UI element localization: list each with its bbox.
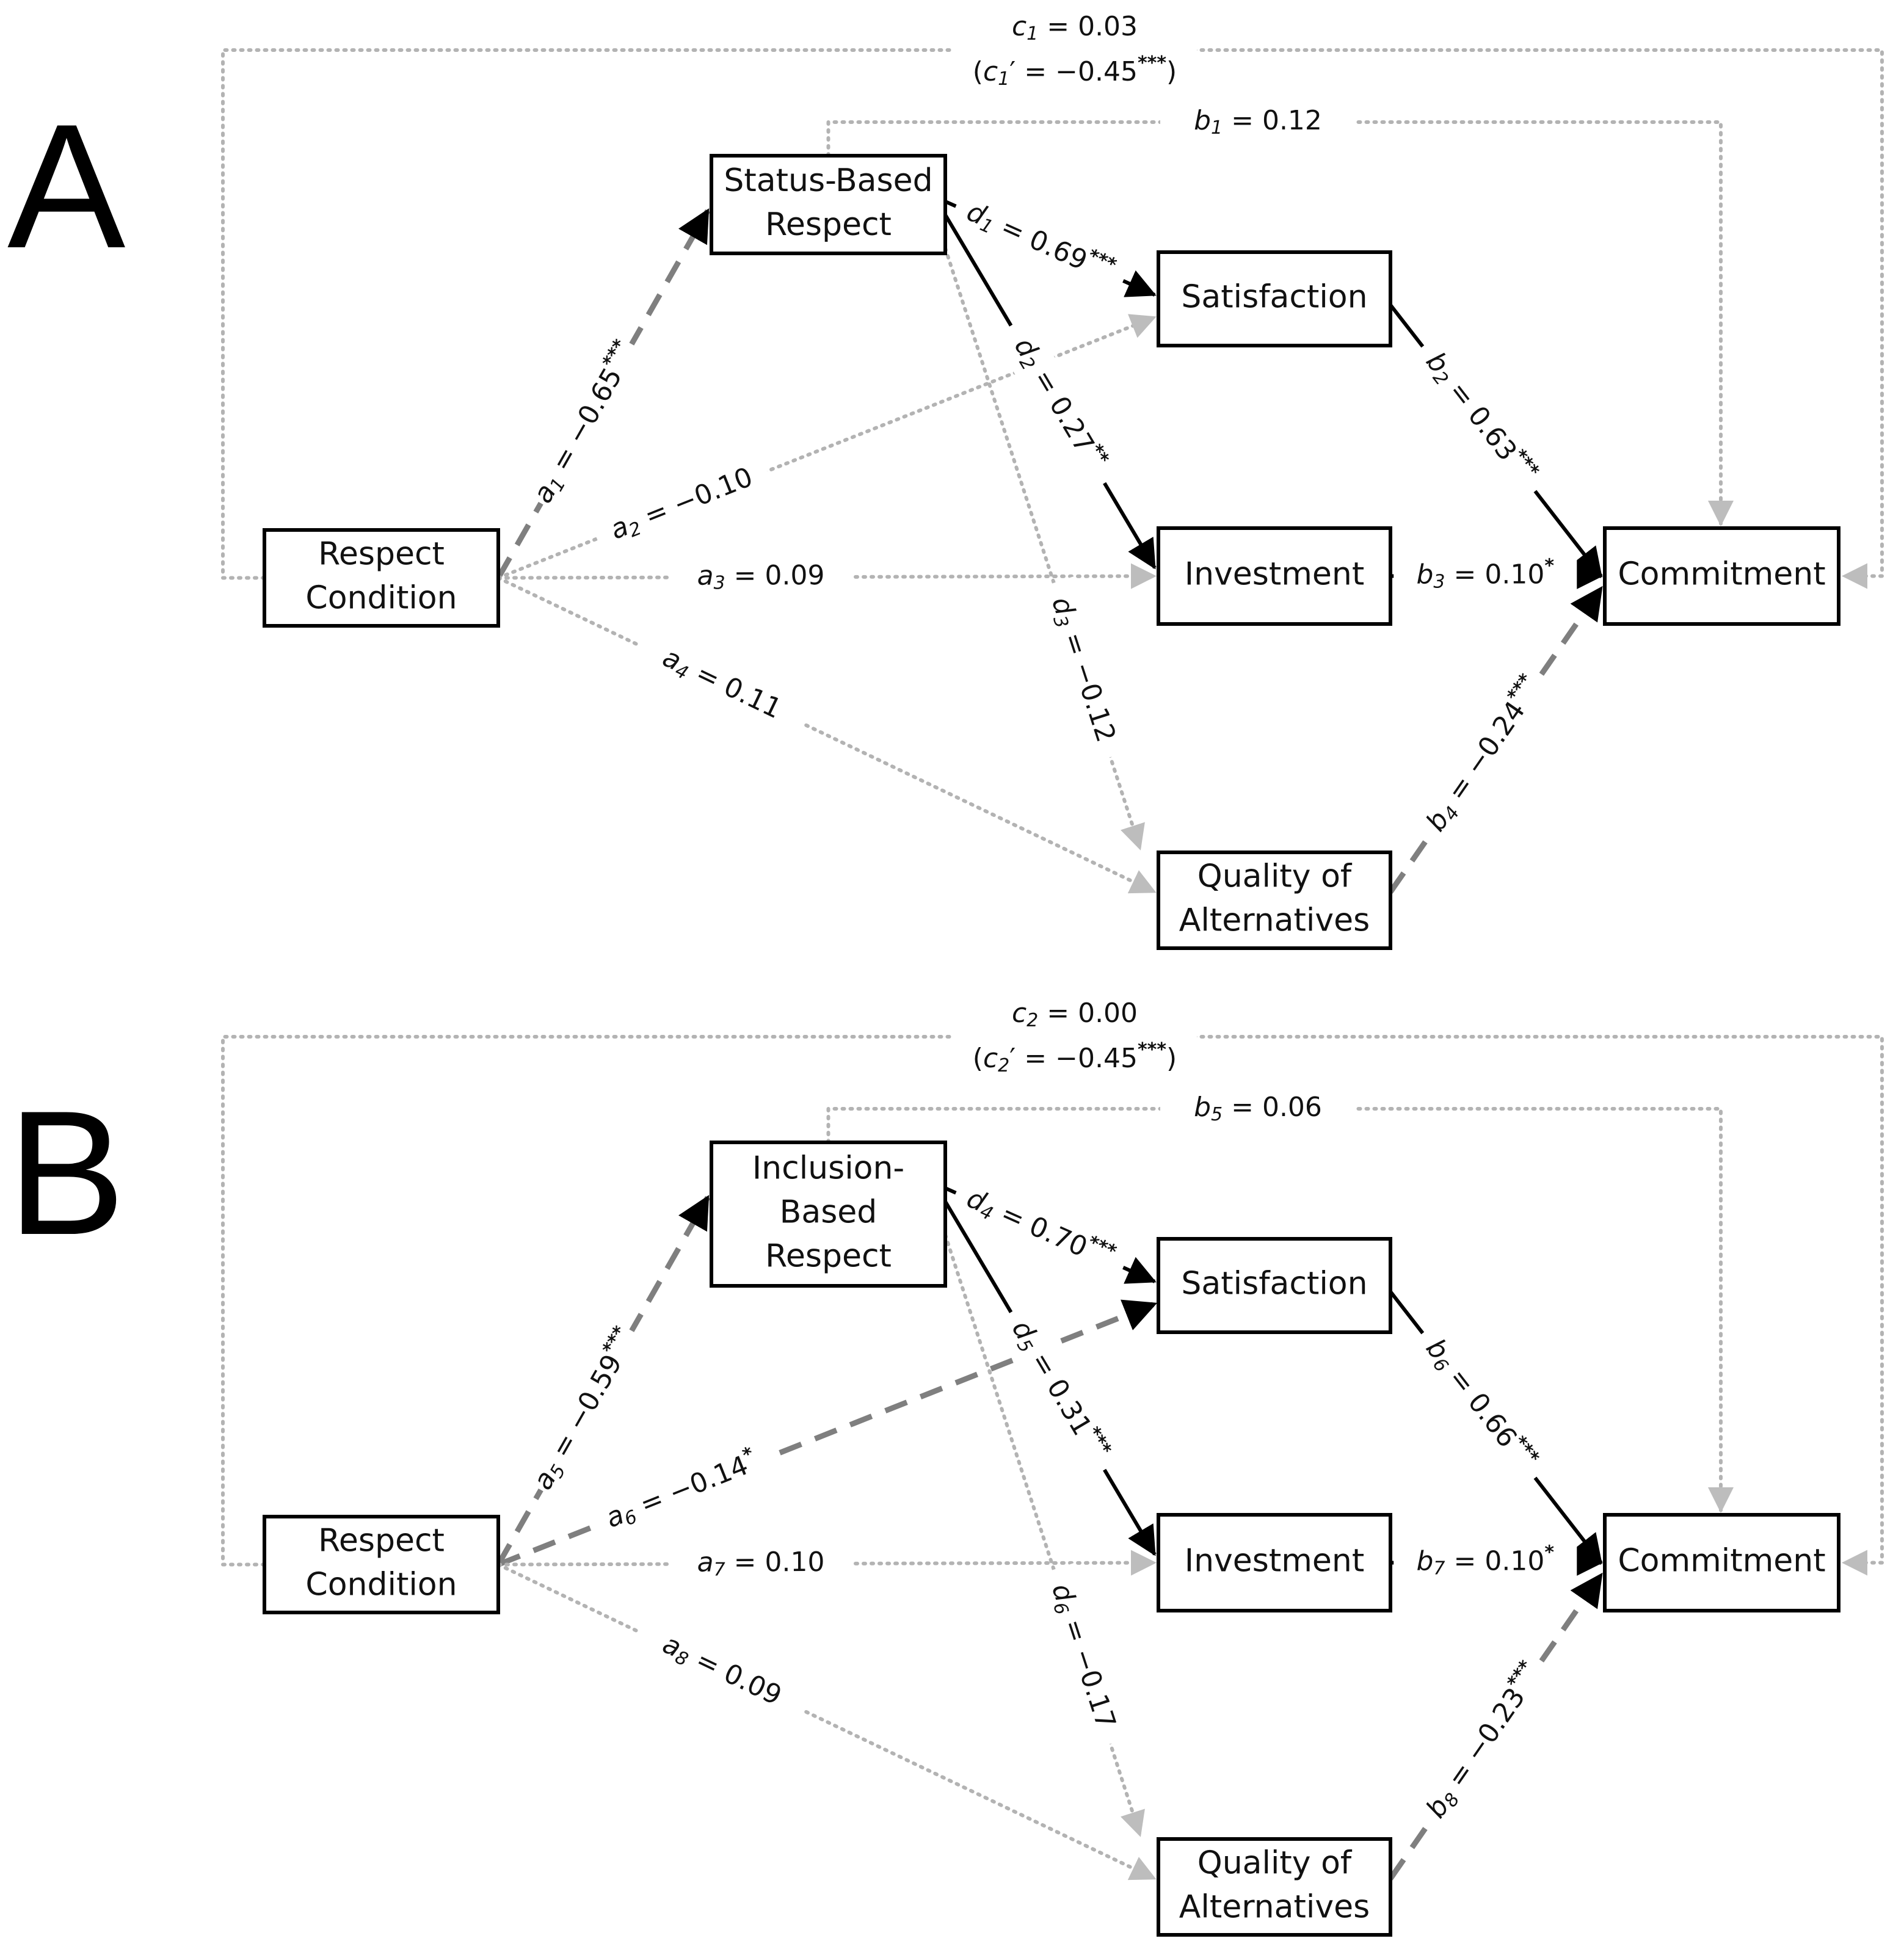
node-label: Satisfaction (1181, 279, 1367, 316)
label-b-satisfaction: b6 = 0.66*** (1418, 1330, 1544, 1478)
label-c-total: c1 = 0.03 (1012, 11, 1138, 45)
node-label: Respect (765, 206, 892, 243)
node-investment: Investment (1157, 526, 1392, 626)
node-label: Respect (765, 1238, 892, 1275)
node-satisfaction: Satisfaction (1157, 250, 1392, 347)
path-b-alternatives (1388, 586, 1604, 894)
label-c-prime: (c1′ = −0.45***) (973, 53, 1177, 90)
node-label: Condition (305, 580, 457, 617)
path-a-alternatives (496, 576, 1157, 894)
node-label: Satisfaction (1181, 1266, 1367, 1302)
label-d-investment: d5 = 0.31*** (1004, 1313, 1116, 1467)
node-commitment: Commitment (1603, 1513, 1840, 1612)
node-satisfaction: Satisfaction (1157, 1237, 1392, 1334)
node-label: Quality of (1197, 858, 1353, 895)
node-investment: Investment (1157, 1513, 1392, 1612)
node-commitment: Commitment (1603, 526, 1840, 626)
path-a-alternatives (496, 1562, 1157, 1881)
label-a-investment: a7 = 0.10 (697, 1547, 824, 1580)
node-label: Investment (1185, 556, 1365, 593)
path-b-alternatives (1388, 1572, 1604, 1881)
node-label: Respect (318, 536, 445, 573)
node-label: Alternatives (1179, 1889, 1370, 1926)
label-a-investment: a3 = 0.09 (697, 560, 824, 593)
panel-letter: A (7, 87, 126, 285)
node-label: Investment (1185, 1543, 1365, 1580)
node-label: Commitment (1618, 556, 1825, 593)
path-c-total (221, 1035, 1884, 1576)
node-label: Commitment (1618, 1543, 1825, 1580)
node-label: Respect (318, 1523, 445, 1559)
node-label: Inclusion- (752, 1150, 904, 1187)
node-label: Status-Based (724, 162, 932, 199)
node-alternatives: Quality of Alternatives (1157, 851, 1392, 950)
node-label: Based (780, 1194, 878, 1231)
node-label: Quality of (1197, 1845, 1353, 1882)
label-b-investment: b7 = 0.10* (1416, 1542, 1554, 1579)
node-label: Condition (305, 1567, 457, 1603)
label-b-investment: b3 = 0.10* (1416, 555, 1554, 592)
label-b-mediator: b1 = 0.12 (1194, 105, 1322, 139)
node-label: Alternatives (1179, 902, 1370, 939)
path-c-total (221, 48, 1884, 589)
label-c-total: c2 = 0.00 (1012, 998, 1138, 1031)
label-b-mediator: b5 = 0.06 (1194, 1092, 1322, 1125)
node-alternatives: Quality of Alternatives (1157, 1837, 1392, 1937)
label-d-investment: d2 = 0.27** (1006, 330, 1114, 476)
label-b-satisfaction: b2 = 0.63*** (1418, 344, 1544, 491)
label-c-prime: (c2′ = −0.45***) (973, 1039, 1177, 1076)
panel-letter: B (7, 1074, 125, 1272)
